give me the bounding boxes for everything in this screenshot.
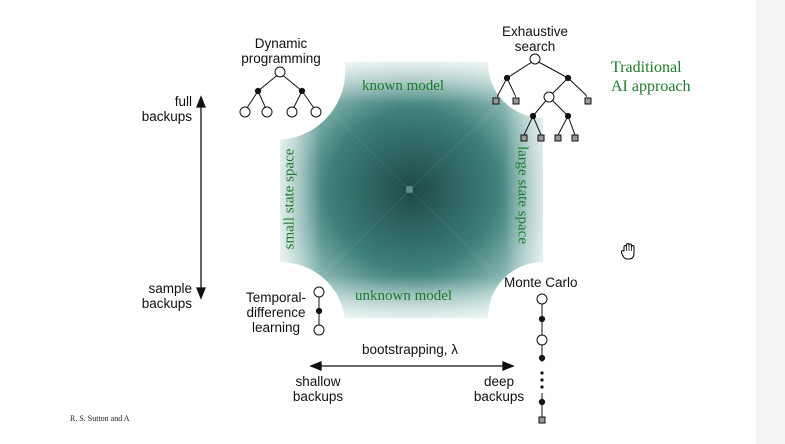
hand-cursor-icon: [620, 242, 635, 260]
traditional-ai-label: Traditional AI approach: [611, 58, 691, 96]
monte-carlo-label: Monte Carlo: [504, 275, 578, 290]
monte-carlo-chain-icon: [536, 293, 548, 424]
td-line-1: Temporal-: [245, 290, 307, 305]
sample-line-1: sample: [148, 281, 192, 296]
deep-backups-label: deep backups: [470, 374, 528, 404]
shallow-backups-label: shallow backups: [289, 374, 347, 404]
tai-line-1: Traditional: [611, 59, 682, 76]
shallow-line-1: shallow: [295, 374, 341, 389]
tai-line-2: AI approach: [611, 78, 691, 95]
exhaustive-search-tree-icon: [492, 53, 592, 142]
full-backups-label: full backups: [140, 94, 192, 124]
dp-line-2: programming: [241, 51, 321, 66]
temporal-difference-chain-icon: [313, 286, 325, 336]
large-state-space-label: large state space: [514, 145, 531, 245]
dynamic-programming-tree-icon: [239, 66, 322, 118]
unknown-model-label: unknown model: [355, 288, 453, 304]
dynamic-programming-label: Dynamic programming: [230, 36, 332, 66]
dp-line-1: Dynamic: [254, 36, 308, 51]
td-line-3: learning: [251, 320, 301, 335]
temporal-difference-label: Temporal- difference learning: [238, 290, 314, 335]
es-line-2: search: [514, 39, 556, 54]
side-margin: [756, 0, 785, 444]
known-model-label: known model: [362, 78, 445, 94]
vertical-axis-arrow: [196, 95, 206, 300]
deep-line-2: backups: [473, 389, 525, 404]
deep-line-1: deep: [483, 374, 515, 389]
td-line-2: difference: [246, 305, 306, 320]
sample-line-2: backups: [141, 296, 192, 311]
small-state-space-label: small state space: [281, 148, 298, 250]
bootstrapping-label: bootstrapping, λ: [362, 342, 459, 357]
exhaustive-search-label: Exhaustive search: [490, 24, 580, 54]
full-line-2: backups: [141, 109, 192, 124]
credit-text: R. S. Sutton and A: [70, 414, 130, 423]
sample-backups-label: sample backups: [136, 281, 192, 311]
es-line-1: Exhaustive: [501, 24, 569, 39]
full-line-1: full: [174, 94, 192, 109]
shallow-line-2: backups: [292, 389, 344, 404]
horizontal-axis-arrow: [309, 361, 515, 371]
